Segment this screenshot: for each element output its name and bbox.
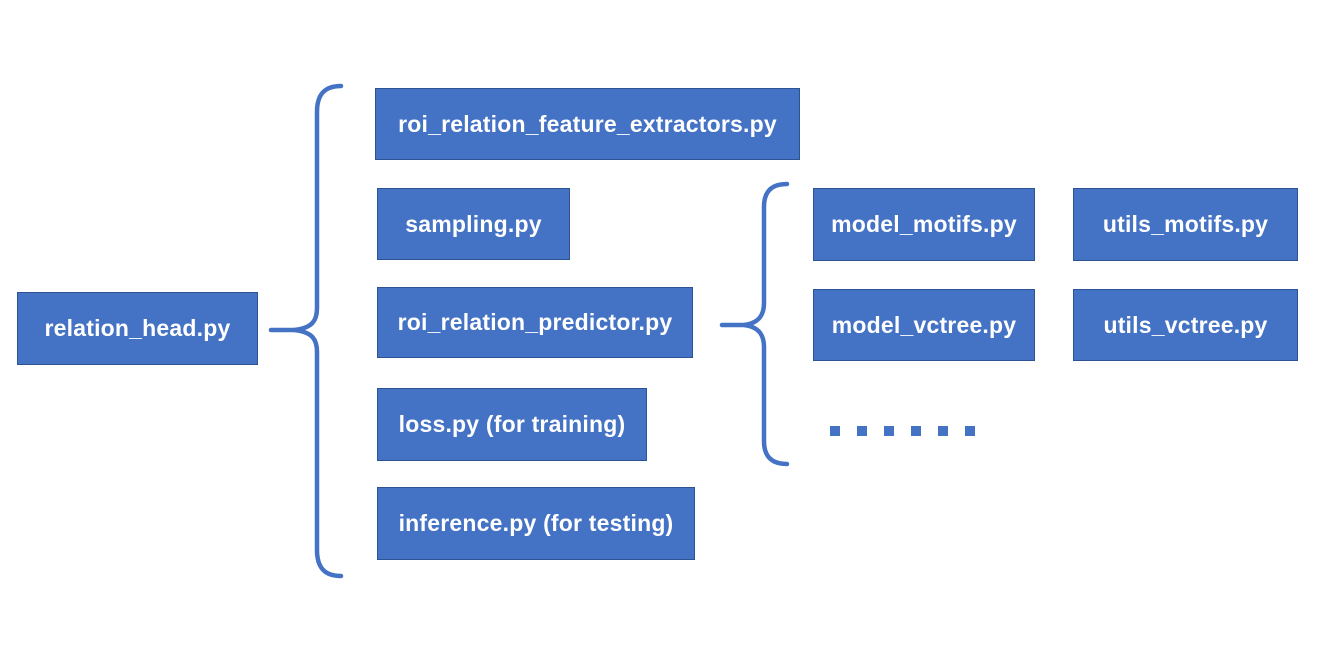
node-utils-vctree: utils_vctree.py <box>1073 289 1298 361</box>
node-label: inference.py (for testing) <box>398 510 674 536</box>
ellipsis-dot <box>830 426 840 436</box>
node-roi-relation-feature-extractors: roi_relation_feature_extractors.py <box>375 88 800 160</box>
node-label: model_vctree.py <box>831 311 1017 338</box>
ellipsis-dot <box>884 426 894 436</box>
node-model-vctree: model_vctree.py <box>813 289 1035 361</box>
node-label: model_motifs.py <box>831 211 1017 237</box>
ellipsis-dot <box>911 426 921 436</box>
node-inference: inference.py (for testing) <box>377 487 695 560</box>
node-label: relation_head.py <box>44 315 231 341</box>
level2-curly-brace <box>743 181 790 467</box>
node-label: sampling.py <box>405 210 542 237</box>
node-label: utils_vctree.py <box>1103 311 1268 338</box>
level1-curly-brace <box>293 83 344 579</box>
ellipsis-dot <box>965 426 975 436</box>
node-label: roi_relation_predictor.py <box>397 309 673 335</box>
node-sampling: sampling.py <box>377 188 570 260</box>
node-roi-relation-predictor: roi_relation_predictor.py <box>377 287 693 358</box>
node-label: utils_motifs.py <box>1102 211 1269 237</box>
node-loss: loss.py (for training) <box>377 388 647 461</box>
node-label: roi_relation_feature_extractors.py <box>398 110 777 137</box>
node-label: loss.py (for training) <box>398 411 626 437</box>
node-utils-motifs: utils_motifs.py <box>1073 188 1298 261</box>
ellipsis-dot <box>938 426 948 436</box>
node-relation-head: relation_head.py <box>17 292 258 365</box>
node-model-motifs: model_motifs.py <box>813 188 1035 261</box>
ellipsis-dot <box>857 426 867 436</box>
ellipsis-dots <box>830 426 975 436</box>
